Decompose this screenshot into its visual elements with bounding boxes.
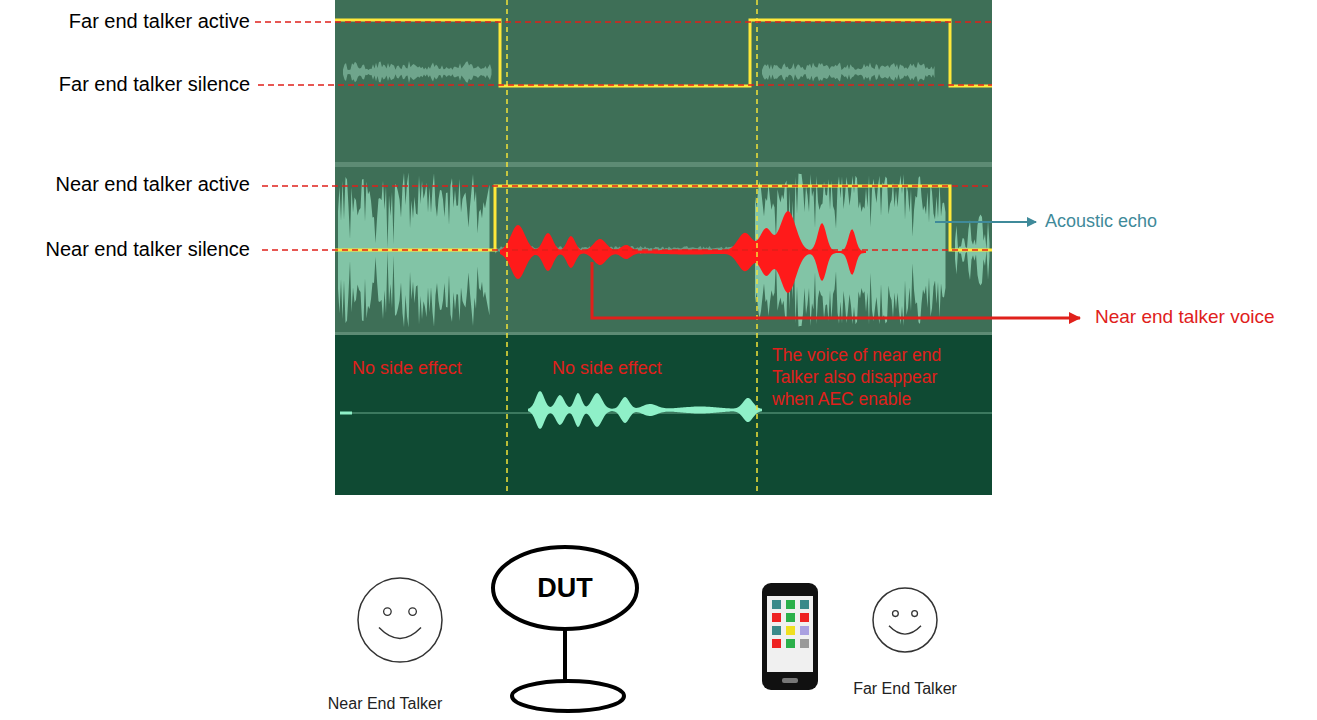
stand-stem xyxy=(563,630,567,683)
level-label: Near end talker active xyxy=(55,173,250,196)
device-name: DUT xyxy=(490,573,640,604)
track-divider xyxy=(335,332,992,335)
far-end-activity-line xyxy=(335,20,992,86)
level-guide xyxy=(262,249,992,251)
output-track xyxy=(335,335,992,495)
level-guide xyxy=(258,84,992,86)
leader-arrow xyxy=(935,221,1036,223)
level-label: Far end talker active xyxy=(69,10,250,33)
device-node: DUT xyxy=(490,544,640,632)
result-note: No side effect xyxy=(552,358,662,379)
near-end-voice-waveform xyxy=(500,211,866,293)
stand-base xyxy=(512,681,624,711)
level-label: Near end talker silence xyxy=(45,238,250,261)
output-waveform xyxy=(528,391,762,429)
time-marker xyxy=(506,0,508,495)
talker-name: Far End Talker xyxy=(830,680,980,698)
output-waveform xyxy=(340,412,352,415)
callout-label: Near end talker voice xyxy=(1095,306,1275,328)
phone-icon xyxy=(762,583,818,690)
level-guide xyxy=(262,185,992,187)
talker-node: Far End Talker xyxy=(830,586,980,704)
leader-arrow xyxy=(592,262,1080,318)
time-marker xyxy=(756,0,758,495)
callout-label: Acoustic echo xyxy=(1045,211,1157,232)
result-note: The voice of near end Talker also disapp… xyxy=(772,344,956,410)
far-end-waveform xyxy=(762,62,935,83)
far-end-track xyxy=(335,0,992,162)
talker-node: Near End Talker xyxy=(300,574,470,718)
baseline xyxy=(340,413,992,414)
level-guide xyxy=(255,21,992,23)
level-label: Far end talker silence xyxy=(59,73,250,96)
track-divider xyxy=(335,162,992,167)
near-end-activity-line xyxy=(335,186,992,250)
far-end-waveform xyxy=(343,61,492,83)
waveforms xyxy=(338,61,990,429)
talker-name: Near End Talker xyxy=(300,695,470,713)
result-note: No side effect xyxy=(352,358,462,379)
